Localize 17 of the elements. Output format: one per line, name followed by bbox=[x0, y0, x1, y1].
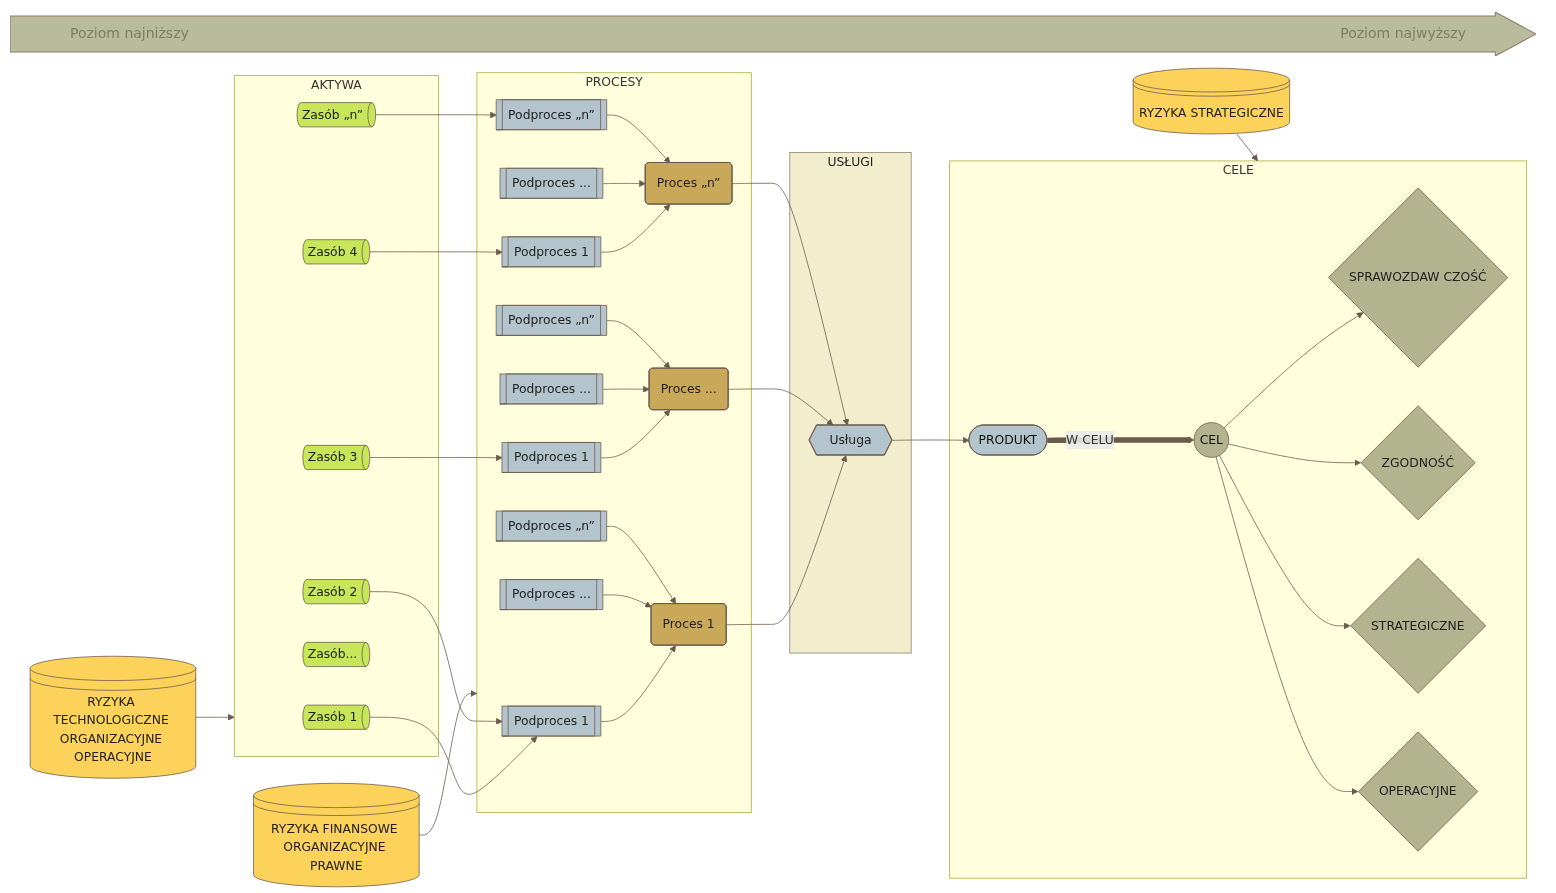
node-text: Zasób... bbox=[307, 646, 357, 662]
node-text: RYZYKA TECHNOLOGICZNE ORGANIZACYJNE OPERACYJNE bbox=[52, 693, 169, 765]
node-diamond: STRATEGICZNE bbox=[1349, 557, 1486, 694]
edge-label: W CELU bbox=[1065, 432, 1114, 447]
level-label: Poziom najwyższy bbox=[1340, 25, 1466, 41]
node-text: Zasób 2 bbox=[307, 583, 357, 599]
node-text: Zasób 4 bbox=[307, 244, 357, 259]
node-text: Zasób 1 bbox=[307, 709, 357, 725]
node-circle: CEL bbox=[1193, 422, 1229, 458]
node-text: RYZYKA FINANSOWE ORGANIZACYJNE PRAWNE bbox=[270, 821, 398, 873]
level-label: Poziom najniższy bbox=[70, 25, 189, 41]
node-diamond: SPRAWOZDAW CZOŚĆ bbox=[1327, 187, 1508, 368]
node-diamond: ZGODNOŚĆ bbox=[1360, 405, 1476, 521]
node-diamond: OPERACYJNE bbox=[1357, 731, 1478, 852]
node-text: Zasób 3 bbox=[307, 449, 357, 465]
node-text: Zasób „n” bbox=[301, 107, 363, 122]
node-text: RYZYKA STRATEGICZNE bbox=[1138, 105, 1284, 120]
